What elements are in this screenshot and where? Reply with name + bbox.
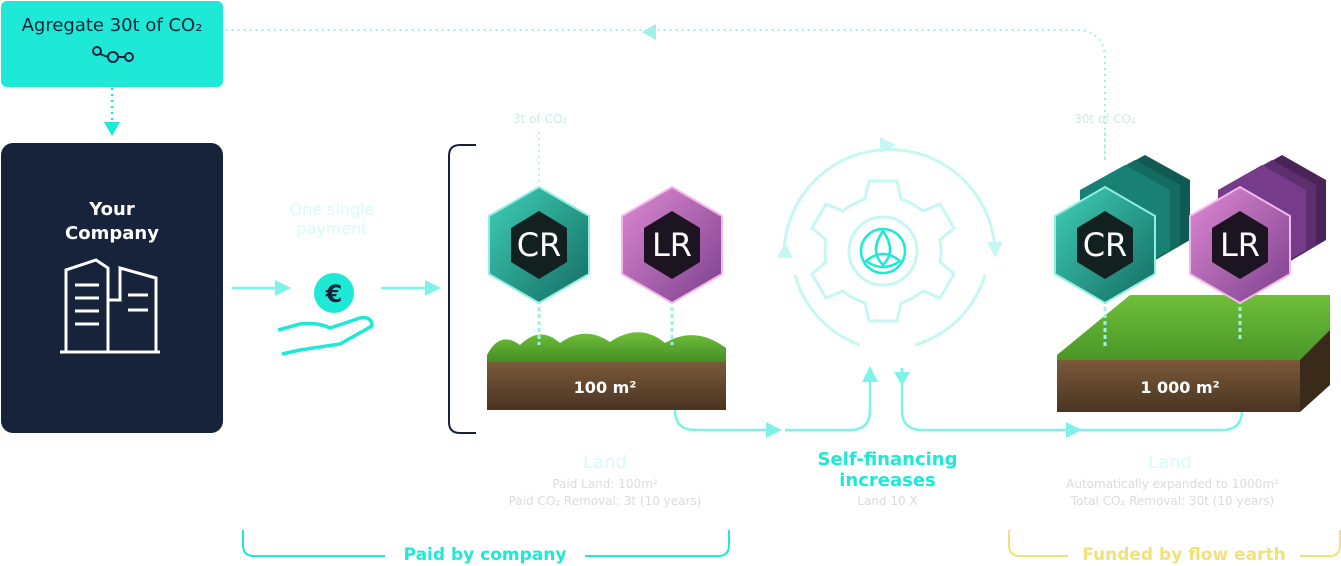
euro-symbol: €	[325, 280, 343, 308]
left-area: 100 m²	[573, 378, 637, 397]
cr-token-left	[488, 185, 590, 305]
funded-by-flow-label: Funded by flow earth	[1082, 545, 1286, 565]
right-land-block	[1057, 295, 1330, 412]
right-land-detail1: Automatically expanded to 1000m²	[1066, 477, 1279, 491]
left-land-block	[487, 332, 726, 410]
gear-icon	[810, 179, 956, 323]
land-bracket	[448, 144, 476, 434]
company-bracket	[242, 530, 730, 557]
euro-hand-icon	[277, 273, 374, 356]
company-box: Your Company	[1, 143, 223, 433]
company-title-line2: Company	[65, 223, 159, 244]
lr-token-stack	[1189, 155, 1326, 305]
return-dotted-line	[225, 29, 1106, 160]
cr-token-stack	[1054, 155, 1190, 305]
company-title-line1: Your	[89, 199, 135, 220]
left-land-detail1: Paid Land: 100m²	[552, 477, 658, 491]
link-chain-icon	[89, 45, 137, 65]
left-land-detail2: Paid CO₂ Removal: 3t (10 years)	[508, 494, 702, 508]
paid-by-company-label: Paid by company	[403, 545, 567, 565]
left-lr-label: LR	[651, 226, 693, 264]
right-cr-label: CR	[1082, 226, 1128, 264]
left-land-title: Land	[583, 452, 627, 473]
right-lr-label: LR	[1219, 226, 1261, 264]
aggregate-down-arrow	[104, 122, 120, 136]
middle-title: Self-financing increases	[817, 449, 958, 491]
lr-token-left	[621, 185, 723, 305]
right-co2-tag: 30t of CO₂	[1074, 112, 1136, 126]
flow-bracket	[1008, 530, 1341, 557]
right-area: 1 000 m²	[1140, 378, 1220, 397]
aggregate-box: Agregate 30t of CO₂	[1, 1, 223, 87]
return-arrowhead	[642, 24, 656, 40]
arrow-to-land	[425, 280, 441, 296]
office-buildings-icon	[60, 258, 160, 354]
left-cr-label: CR	[516, 226, 562, 264]
right-land-title: Land	[1148, 452, 1192, 473]
arrow-to-payment	[275, 280, 291, 296]
left-co2-tag: 3t of CO₂	[512, 112, 568, 126]
middle-detail: Land 10 X	[857, 494, 918, 508]
right-land-detail2: Total CO₂ Removal: 30t (10 years)	[1070, 494, 1275, 508]
cycle-arc	[782, 148, 997, 256]
aggregate-label: Agregate 30t of CO₂	[21, 15, 203, 36]
payment-label: One single payment	[289, 200, 375, 238]
